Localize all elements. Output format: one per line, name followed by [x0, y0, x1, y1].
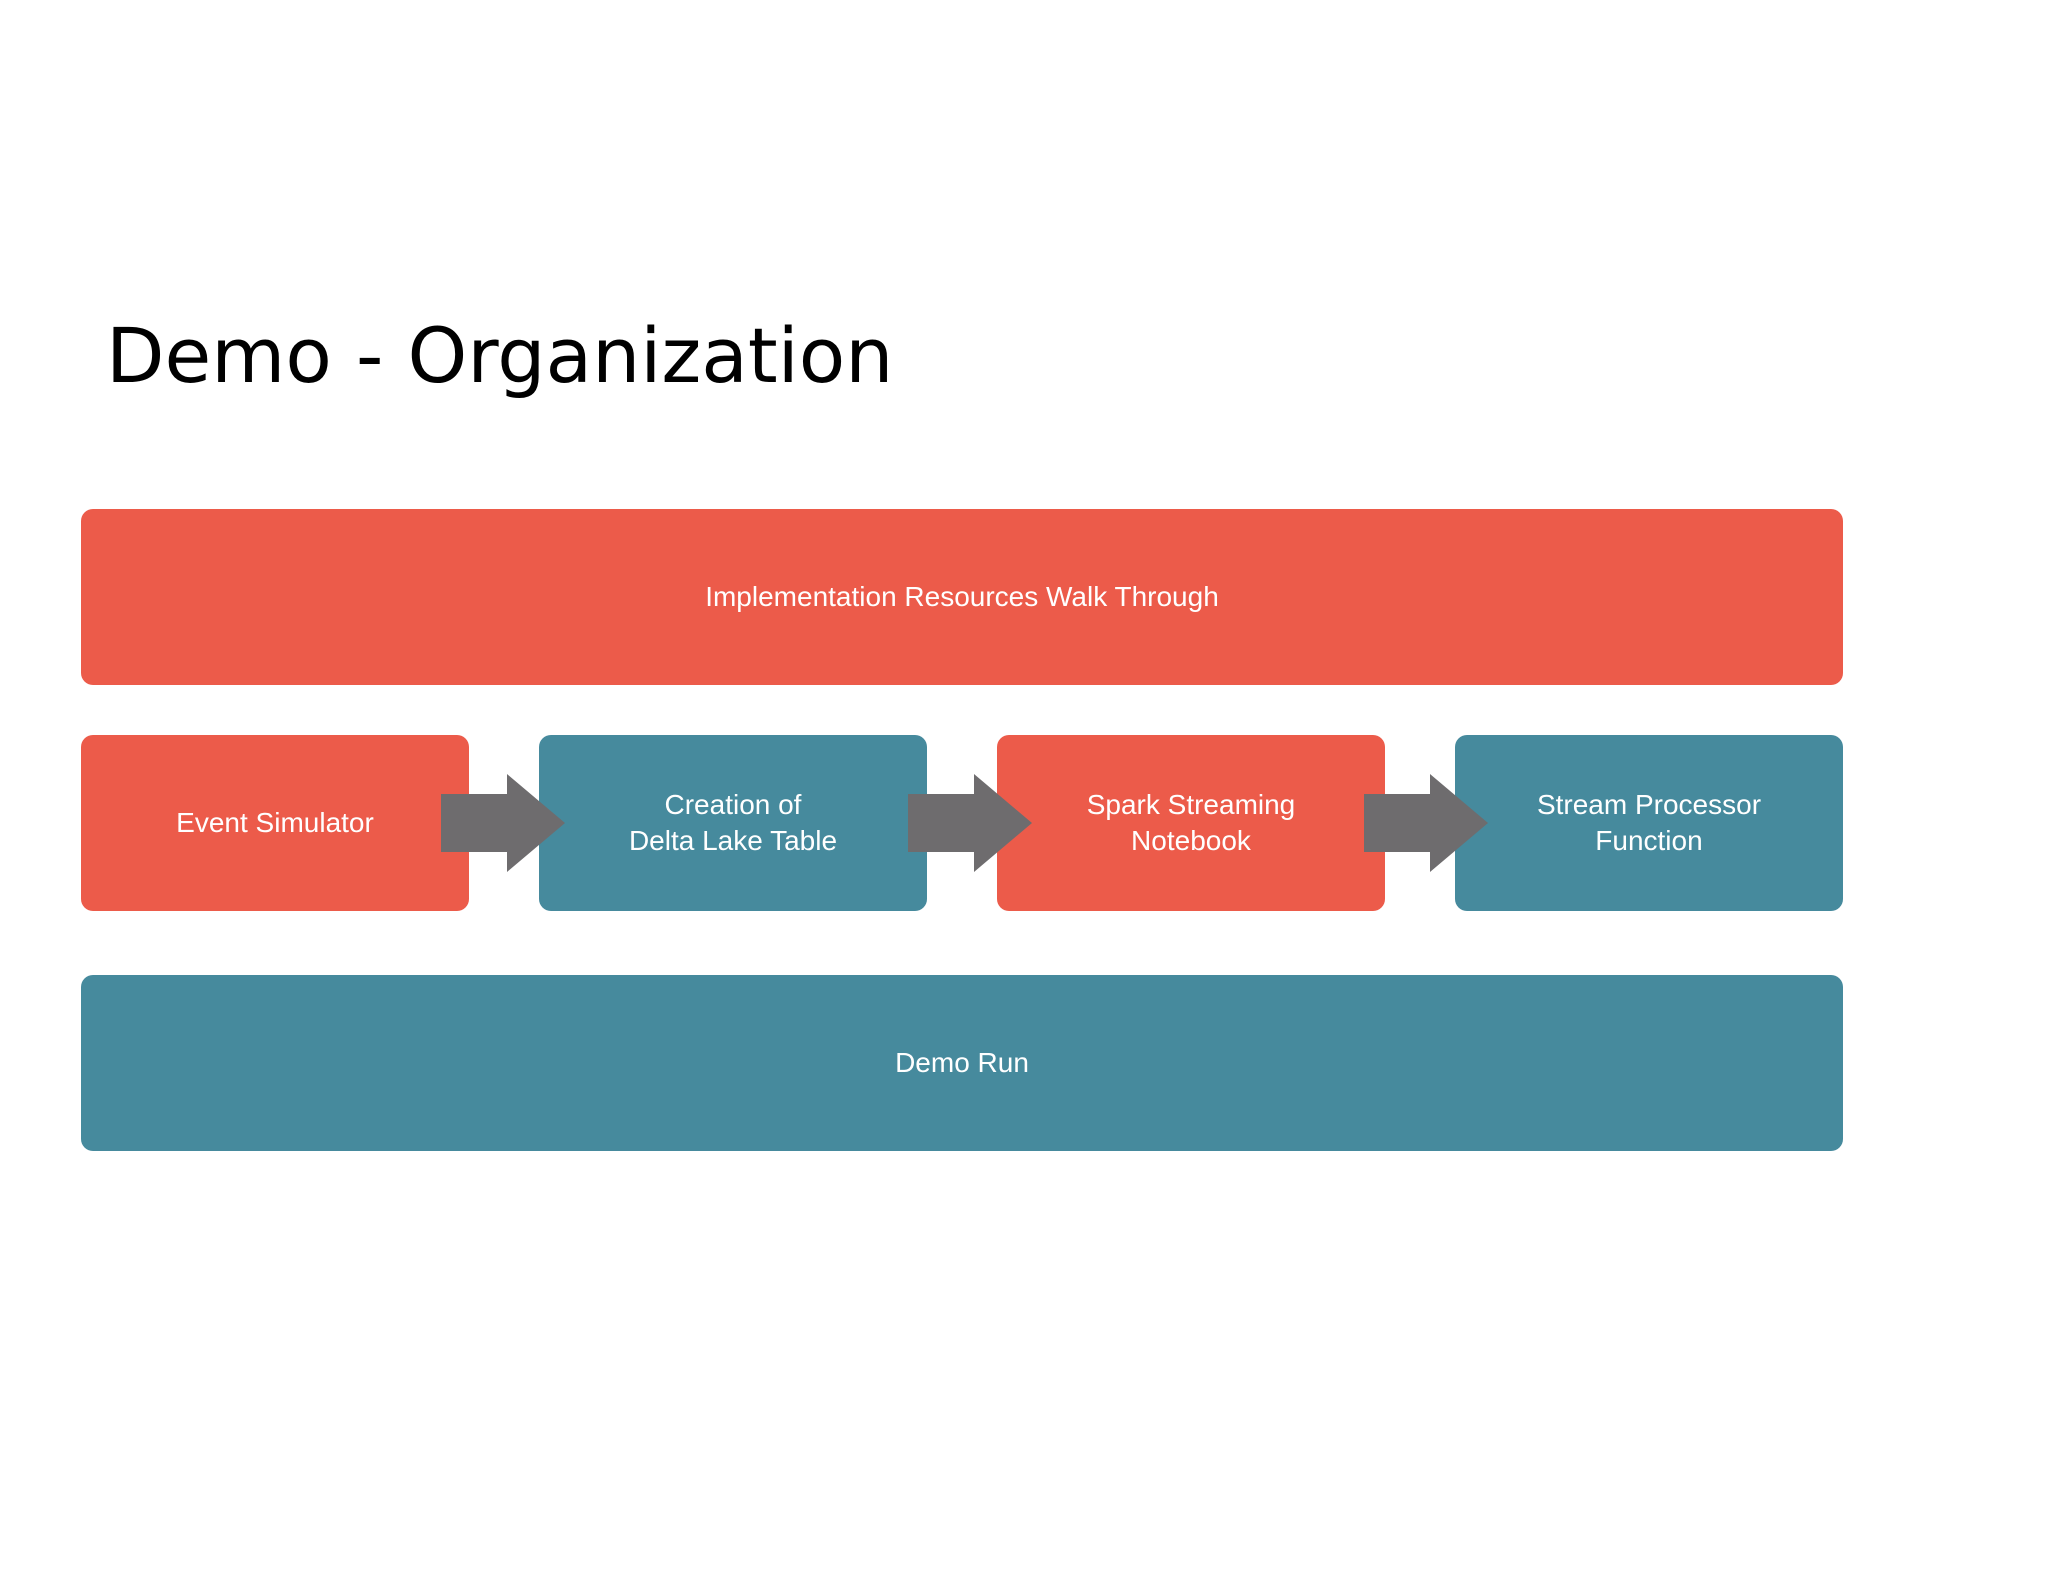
step-label: Stream Processor Function [1536, 789, 1762, 856]
step-stream-processor-function: Stream Processor Function [1455, 735, 1843, 911]
step-event-simulator: Event Simulator [81, 735, 469, 911]
step-delta-lake-table: Creation of Delta Lake Table [539, 735, 927, 911]
demo-run-box: Demo Run [81, 975, 1843, 1151]
demo-run-label: Demo Run [895, 1047, 1029, 1078]
right-arrow-icon [1364, 774, 1488, 872]
step-spark-streaming-notebook: Spark Streaming Notebook [997, 735, 1385, 911]
implementation-resources-label: Implementation Resources Walk Through [705, 581, 1219, 612]
step-label: Spark Streaming Notebook [1086, 789, 1296, 856]
step-label: Event Simulator [176, 807, 374, 838]
step-label: Creation of Delta Lake Table [628, 789, 838, 856]
right-arrow-icon [441, 774, 565, 872]
slide-title: Demo - Organization [106, 311, 894, 400]
right-arrow-icon [908, 774, 1032, 872]
implementation-resources-box: Implementation Resources Walk Through [81, 509, 1843, 685]
